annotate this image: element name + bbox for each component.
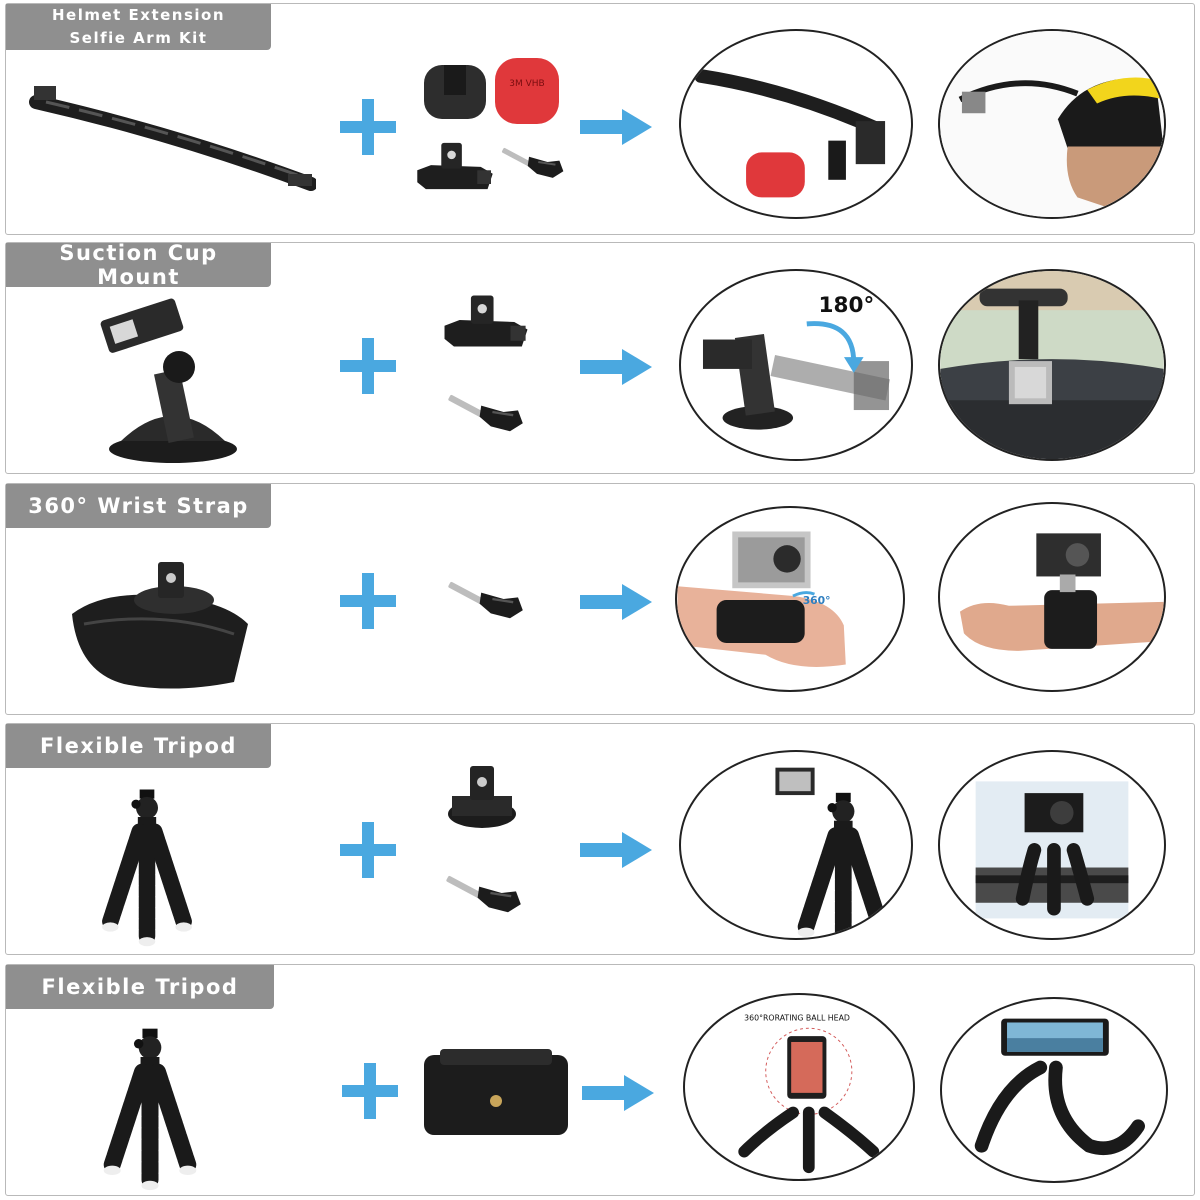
- plus-icon: [338, 97, 398, 157]
- tripod-camera-photo: [679, 750, 913, 940]
- row-wrist-strap: 360° Wrist Strap 360°: [5, 483, 1195, 715]
- row-suction-cup: Suction Cup Mount 180°: [5, 241, 1195, 474]
- thumb-screw-icon: [446, 570, 526, 628]
- thumb-screw-icon: [444, 864, 524, 922]
- row-label: Suction Cup Mount: [6, 241, 271, 289]
- row-helmet-extension: Helmet Extension Selfie Arm Kit 3M VHB: [5, 3, 1195, 235]
- buckle-mount-icon: [436, 288, 536, 354]
- phone-clip-icon: [420, 1045, 572, 1141]
- flat-mount-icon: [420, 59, 490, 125]
- plus-icon: [338, 336, 398, 396]
- row-label-line-1: Helmet Extension: [51, 6, 226, 24]
- row-flexible-tripod-phone: Flexible Tripod 360°RORATING BALL HEAD: [5, 964, 1195, 1196]
- wrist-strap-icon: [64, 554, 254, 694]
- windshield-usage-photo: [938, 269, 1166, 461]
- arrow-right-icon: [578, 347, 654, 387]
- row-label-line-2: Selfie Arm Kit: [69, 29, 208, 47]
- row-label: Helmet Extension Selfie Arm Kit: [6, 4, 271, 50]
- 3m-adhesive-pad-icon: 3M VHB: [493, 56, 561, 126]
- ball-head-caption: 360°RORATING BALL HEAD: [744, 1013, 850, 1022]
- flexible-tripod-icon: [88, 784, 206, 949]
- phone-tripod-photo: [940, 997, 1168, 1183]
- rotation-label: 180°: [819, 293, 875, 318]
- extension-arm-icon: [26, 74, 316, 199]
- arrow-right-icon: [578, 830, 654, 870]
- suction-rotation-photo: 180°: [679, 269, 913, 461]
- arm-with-pad-photo: [679, 29, 913, 219]
- arrow-right-icon: [580, 1073, 656, 1113]
- plus-icon: [338, 571, 398, 631]
- row-label: Flexible Tripod: [6, 965, 274, 1009]
- plus-icon: [340, 1061, 400, 1121]
- tripod-outdoor-photo: [938, 750, 1166, 940]
- wrist-rotation-photo: 360°: [675, 506, 905, 692]
- arrow-right-icon: [578, 582, 654, 622]
- plus-icon: [338, 820, 398, 880]
- thumb-screw-icon: [446, 383, 526, 441]
- phone-ball-head-photo: 360°RORATING BALL HEAD: [683, 993, 915, 1181]
- row-flexible-tripod: Flexible Tripod: [5, 723, 1195, 955]
- suction-cup-mount-icon: [91, 291, 241, 466]
- flexible-tripod-icon: [91, 1023, 209, 1193]
- tripod-adapter-icon: [442, 762, 520, 832]
- wrist-usage-photo: [938, 502, 1166, 692]
- row-label: 360° Wrist Strap: [6, 484, 271, 528]
- rotation-label: 360°: [803, 594, 831, 607]
- adhesive-text: 3M VHB: [509, 79, 544, 89]
- arrow-right-icon: [578, 107, 654, 147]
- thumb-screw-icon: [500, 136, 566, 188]
- buckle-mount-icon: [410, 136, 500, 196]
- helmet-usage-photo: [938, 29, 1166, 219]
- row-label: Flexible Tripod: [6, 724, 271, 768]
